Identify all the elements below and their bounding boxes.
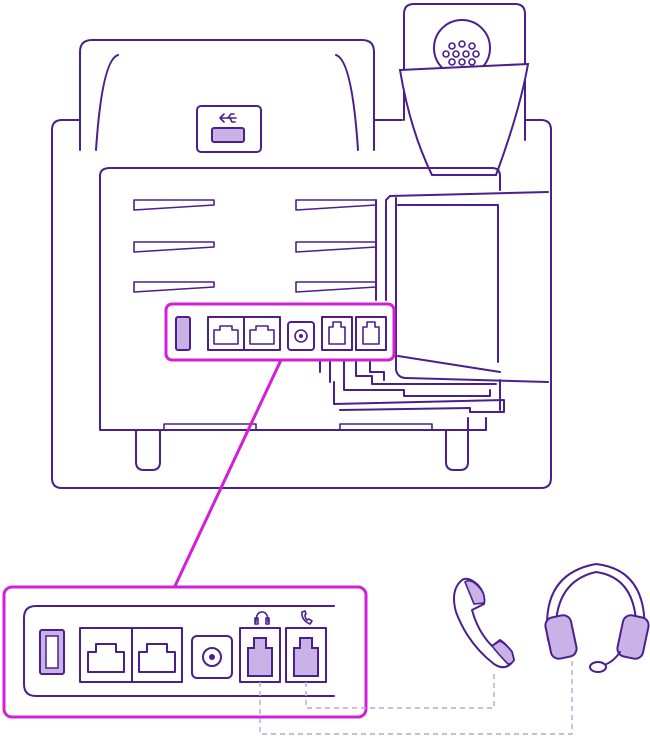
zoom-connector-line — [173, 359, 283, 587]
zoomed-panel-highlight — [2, 585, 368, 719]
speaker-grille — [442, 40, 480, 66]
zoomed-panel-housing — [23, 605, 335, 697]
headset-device-icon — [544, 563, 650, 673]
cable-channel — [375, 191, 549, 383]
phone-stand — [79, 39, 375, 151]
headset-icon — [254, 611, 270, 625]
top-usb-port — [196, 105, 262, 153]
handset-icon — [301, 610, 313, 625]
back-port-panel — [164, 302, 396, 362]
headset-cable — [259, 660, 573, 735]
vent-slots — [133, 199, 433, 431]
routed-cables — [319, 359, 505, 413]
ethernet-port-internet — [79, 627, 133, 683]
phone-back-view — [51, 3, 552, 489]
phone-body — [51, 119, 552, 489]
handset-cradle — [398, 3, 530, 176]
handset-port — [285, 610, 327, 683]
back-panel — [99, 167, 501, 431]
handset-cable — [305, 672, 495, 709]
usb-icon — [219, 113, 237, 123]
phone-handset-icon — [453, 577, 515, 669]
power-jack — [191, 635, 233, 679]
ethernet-port-pc — [131, 627, 183, 683]
phone-feet — [123, 417, 487, 471]
zoomed-port-panel — [2, 585, 368, 719]
headset-port — [239, 611, 281, 683]
